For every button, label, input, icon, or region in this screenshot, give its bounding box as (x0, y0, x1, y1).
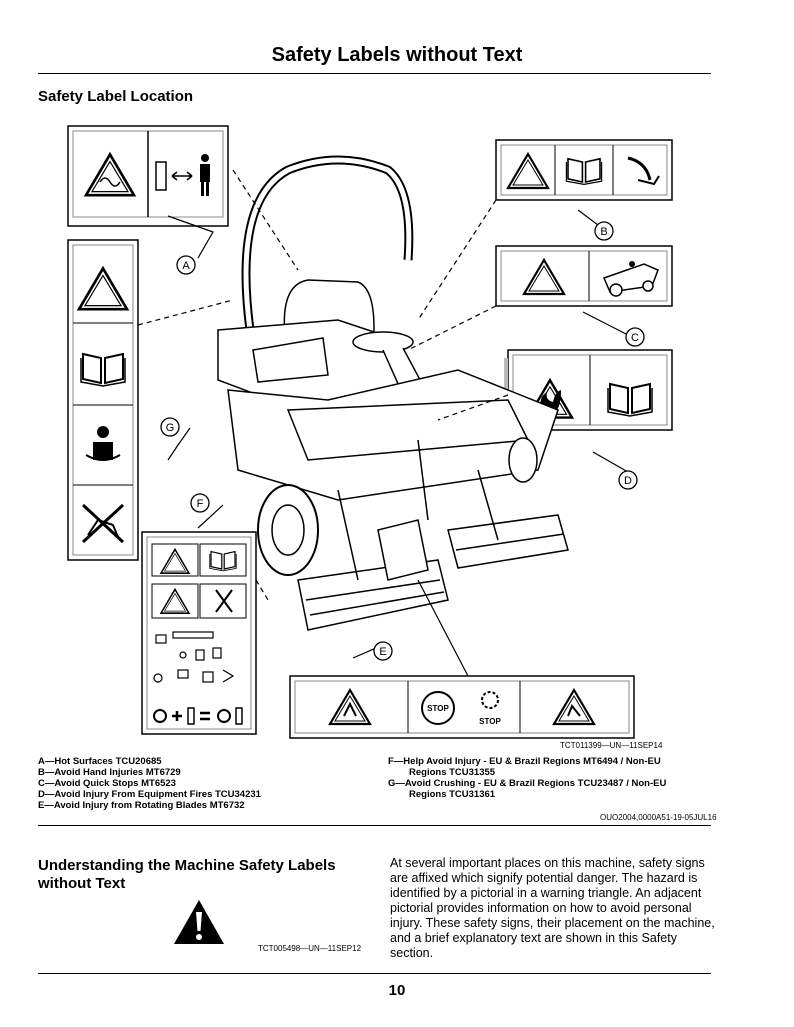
callout-e: E (373, 641, 393, 661)
caption-line: G—Avoid Crushing - EU & Brazil Regions T… (388, 778, 667, 789)
figure-id: TCT011399—UN—11SEP14 (560, 741, 663, 750)
mower-illustration (217, 155, 569, 631)
label-e-rotating-blades: STOP STOP (289, 675, 635, 739)
callout-b: B (594, 221, 614, 241)
understanding-heading: Understanding the Machine Safety Labels … (38, 857, 336, 892)
leader-lines (137, 169, 629, 677)
svg-text:E: E (379, 646, 386, 658)
svg-text:C: C (631, 332, 639, 344)
callout-a: A (176, 255, 196, 275)
caption-line: F—Help Avoid Injury - EU & Brazil Region… (388, 756, 661, 767)
label-b-avoid-hand-injuries (495, 139, 673, 201)
caption-line: Regions TCU31361 (409, 789, 496, 800)
caption-line: B—Avoid Hand Injuries MT6729 (38, 767, 181, 778)
stop-sign-label: STOP (427, 704, 449, 713)
warning-icon-id: TCT005498—UN—11SEP12 (258, 944, 362, 953)
svg-text:A: A (182, 260, 190, 272)
svg-text:F: F (197, 498, 204, 510)
caption-line: C—Avoid Quick Stops MT6523 (38, 778, 176, 789)
stop-text-label: STOP (479, 717, 501, 726)
caption-reference: OUO2004,0000A51-19-05JUL16 (600, 813, 717, 822)
callout-c: C (625, 327, 645, 347)
understanding-body: At several important places on this mach… (390, 856, 715, 960)
label-a-hot-surfaces (67, 125, 229, 227)
warning-triangle-icon (174, 900, 224, 944)
callout-f: F (190, 493, 210, 513)
callout-d: D (618, 470, 638, 490)
label-g-avoid-crushing (67, 239, 139, 561)
page-title: Safety Labels without Text (271, 44, 523, 66)
section-rule (38, 825, 711, 826)
svg-text:B: B (600, 226, 607, 238)
caption-line: Regions TCU31355 (409, 767, 496, 778)
page-number: 10 (388, 982, 406, 999)
svg-text:D: D (624, 475, 632, 487)
safety-label-location-figure: STOP STOP (67, 125, 673, 739)
svg-text:G: G (166, 422, 175, 434)
footer-rule (38, 973, 711, 974)
header-rule (38, 73, 711, 74)
label-c-avoid-quick-stops (495, 245, 673, 307)
label-f-help-avoid-injury (141, 531, 257, 735)
caption-line: E—Avoid Injury from Rotating Blades MT67… (38, 800, 245, 811)
caption-line: D—Avoid Injury From Equipment Fires TCU3… (38, 789, 261, 800)
callout-g: G (160, 417, 180, 437)
caption-line: A—Hot Surfaces TCU20685 (38, 756, 162, 767)
section-heading: Safety Label Location (38, 88, 194, 105)
